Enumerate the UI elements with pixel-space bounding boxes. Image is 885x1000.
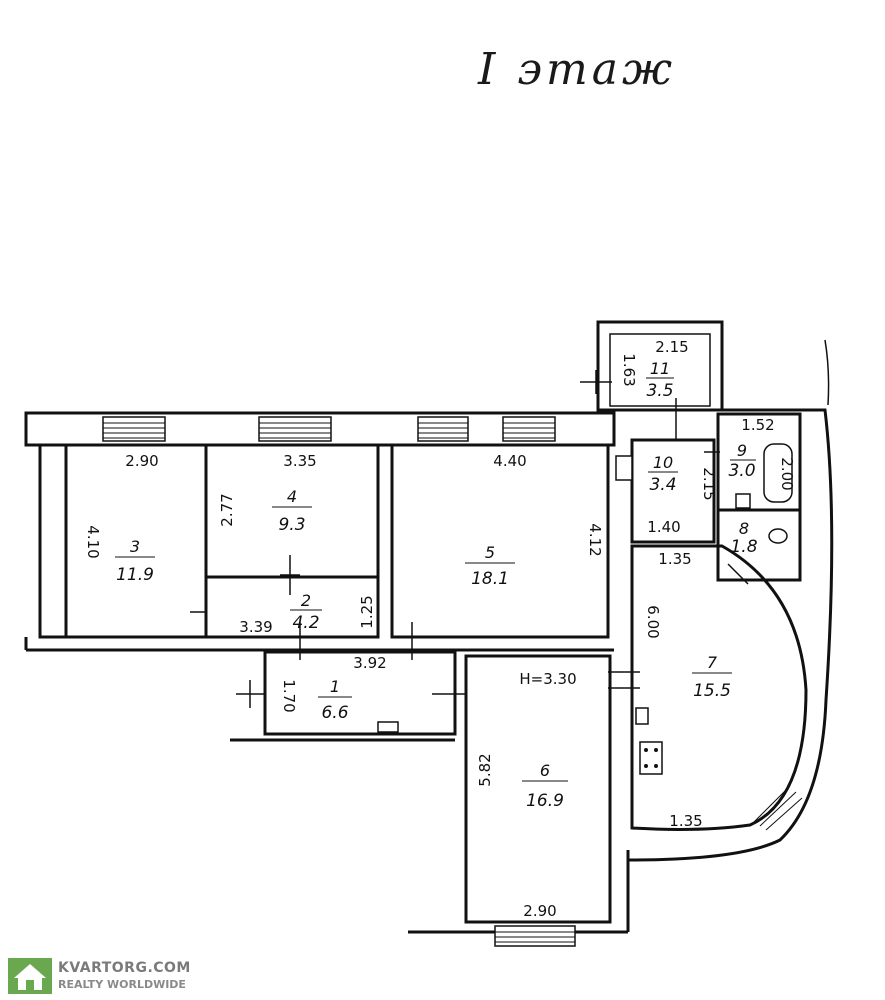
- ceiling-height: H=3.30: [519, 670, 576, 688]
- dim-bathtub-length: 2.00: [778, 457, 796, 490]
- dim-room11-depth: 1.63: [620, 353, 638, 386]
- room-11-number: 11: [650, 359, 670, 378]
- window-room3: [102, 416, 166, 442]
- dim-room5-width: 4.40: [493, 452, 526, 470]
- room-4-area: 9.3: [278, 515, 305, 535]
- watermark-tagline: REALTY WORLDWIDE: [58, 978, 186, 991]
- toilet-icon: [768, 528, 788, 544]
- room-2-outline: [204, 575, 380, 639]
- dim-corridor-width: 3.92: [353, 654, 386, 672]
- dim-room2-width: 3.39: [239, 618, 272, 636]
- window-room5a: [417, 416, 469, 442]
- room-4-number: 4: [287, 487, 297, 506]
- window-room4: [258, 416, 332, 442]
- dim-room4-width: 3.35: [283, 452, 316, 470]
- room-8-outline: [716, 508, 802, 582]
- dim-room3-depth: 4.10: [84, 525, 102, 558]
- window-room5b: [502, 416, 556, 442]
- room-7-area: 15.5: [693, 681, 731, 701]
- dim-room10-depth: 2.15: [700, 467, 718, 500]
- dim-room7-bottom-width: 1.35: [669, 812, 702, 830]
- room-10-area: 3.4: [649, 475, 676, 495]
- room-2-area: 4.2: [292, 613, 319, 633]
- room-1-area: 6.6: [321, 703, 348, 723]
- dim-room7-top-width: 1.35: [658, 550, 691, 568]
- window-room7: [753, 785, 803, 831]
- room-8-number: 8: [739, 519, 749, 538]
- room-10-outline: [630, 438, 716, 544]
- room-7-outline: [630, 544, 808, 831]
- floor-title: I этаж: [477, 44, 676, 95]
- bathtub-icon: [763, 443, 793, 503]
- room-1-number: 1: [330, 677, 340, 696]
- room-5-number: 5: [485, 543, 495, 562]
- stove-icon: [639, 741, 663, 775]
- room-3-number: 3: [130, 537, 140, 556]
- sink-small-icon: [735, 493, 751, 509]
- dim-room1-depth: 1.70: [280, 679, 298, 712]
- room-6-area: 16.9: [526, 791, 564, 811]
- dim-room9-width: 1.52: [741, 416, 774, 434]
- dim-room10-width: 1.40: [647, 518, 680, 536]
- dim-room3-width: 2.90: [125, 452, 158, 470]
- room-2-number: 2: [301, 591, 311, 610]
- dim-room6-width: 2.90: [523, 902, 556, 920]
- dim-room11-width: 2.15: [655, 338, 688, 356]
- room-5-area: 18.1: [471, 569, 509, 589]
- dim-room7-depth: 6.00: [644, 605, 662, 638]
- window-room6: [494, 925, 576, 947]
- outer-curve-top: [824, 339, 830, 406]
- watermark-brand: KVARTORG.COM: [58, 960, 191, 976]
- room-10-niche: [615, 455, 633, 481]
- room-1-outline: [263, 650, 457, 736]
- room-5-outline: [390, 443, 610, 639]
- dim-room6-depth: 5.82: [476, 753, 494, 786]
- room-7-number: 7: [707, 653, 718, 672]
- room-11-outline: [596, 320, 724, 412]
- radiator-icon: [377, 721, 399, 733]
- room-11-area: 3.5: [646, 381, 673, 401]
- room-9-area: 3.0: [728, 461, 755, 481]
- room-10-number: 10: [653, 453, 673, 472]
- room-3-area: 11.9: [116, 565, 154, 585]
- door-marks: [190, 370, 749, 708]
- left-wall: [38, 443, 68, 639]
- dim-room4-depth: 2.77: [218, 493, 236, 526]
- dim-room2-depth: 1.25: [358, 595, 376, 628]
- outer-curved-wall: [627, 408, 834, 862]
- room-6-number: 6: [540, 761, 550, 780]
- sink-icon: [635, 707, 649, 725]
- room-11-inner: [609, 333, 711, 407]
- dim-room5-depth: 4.12: [586, 523, 604, 556]
- house-logo-icon: [8, 958, 52, 994]
- room-8-area: 1.8: [730, 537, 757, 557]
- room-6-outline: [464, 654, 612, 924]
- room-9-number: 9: [737, 441, 747, 460]
